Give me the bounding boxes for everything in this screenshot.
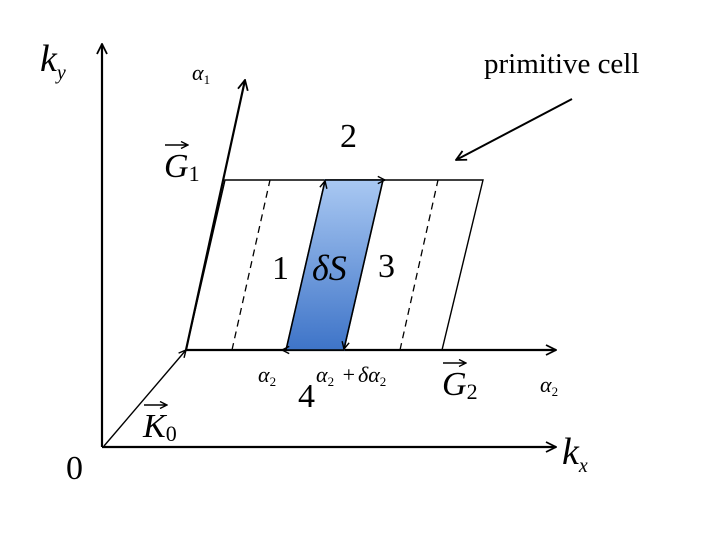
edge-4-label: 4 [298, 378, 315, 415]
edge-3-arrow [344, 179, 384, 349]
dashed-line-left [231, 179, 271, 351]
k0-vector [103, 350, 186, 447]
alpha1-axis-label: α1 [192, 60, 211, 87]
edge-1-label: 1 [272, 250, 289, 287]
edge-1-arrow [285, 181, 325, 351]
vector-arrow-icon [165, 141, 189, 149]
vector-arrow-icon [443, 359, 467, 367]
primitive-cell [185, 179, 484, 351]
alpha2-axis-label: α2 [540, 372, 559, 399]
kx-axis-label: kx [562, 431, 588, 477]
ky-axis-label: ky [40, 38, 66, 84]
callout-arrow [456, 98, 573, 160]
alpha2-right-value: α2 +δα2 [316, 362, 387, 389]
g2-vector-label: G 2 [442, 359, 478, 403]
dashed-line-right [399, 179, 439, 351]
g1-vector-label: G 1 [164, 141, 200, 185]
vector-arrow-icon [144, 401, 168, 409]
g2-symbol: G [442, 359, 467, 402]
k0-vector-label: K 0 [143, 401, 177, 445]
origin-label: 0 [66, 450, 83, 487]
edge-2-label: 2 [340, 118, 357, 155]
k0-symbol: K [143, 401, 168, 444]
primitive-cell-callout: primitive cell [484, 48, 640, 80]
delta-s-label: δS [312, 248, 347, 288]
alpha2-left-value: α2 [258, 362, 277, 389]
edge-3-label: 3 [378, 248, 395, 285]
g1-symbol: G [164, 141, 189, 184]
